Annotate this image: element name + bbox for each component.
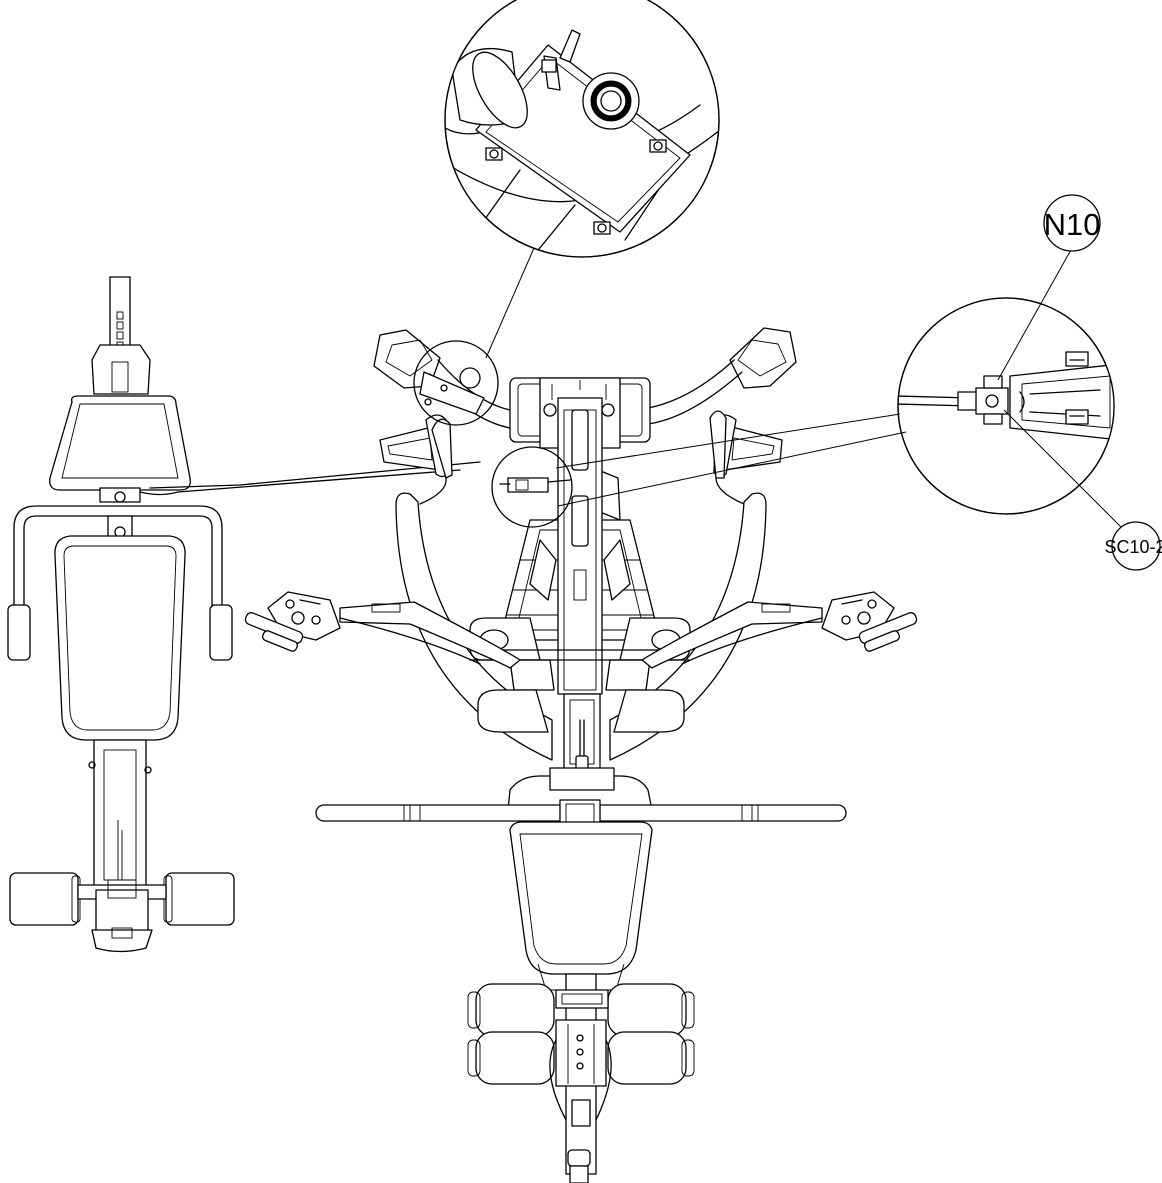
callout-n10: N10 (997, 194, 1101, 381)
detail-magnifier-right (897, 297, 1115, 515)
detail-locator-circle-left (413, 340, 499, 426)
main-machine (244, 327, 918, 1183)
detail-locator-circle-center (491, 446, 573, 528)
callout-sc10-2-label: SC10-2 (1104, 537, 1162, 557)
cable-detail-small (499, 477, 571, 493)
callout-n10-label: N10 (1044, 207, 1101, 242)
detail-magnifier-top (444, 0, 720, 359)
callout-sc10-2: SC10-2 (1003, 409, 1162, 571)
side-view-bench (7, 276, 481, 953)
